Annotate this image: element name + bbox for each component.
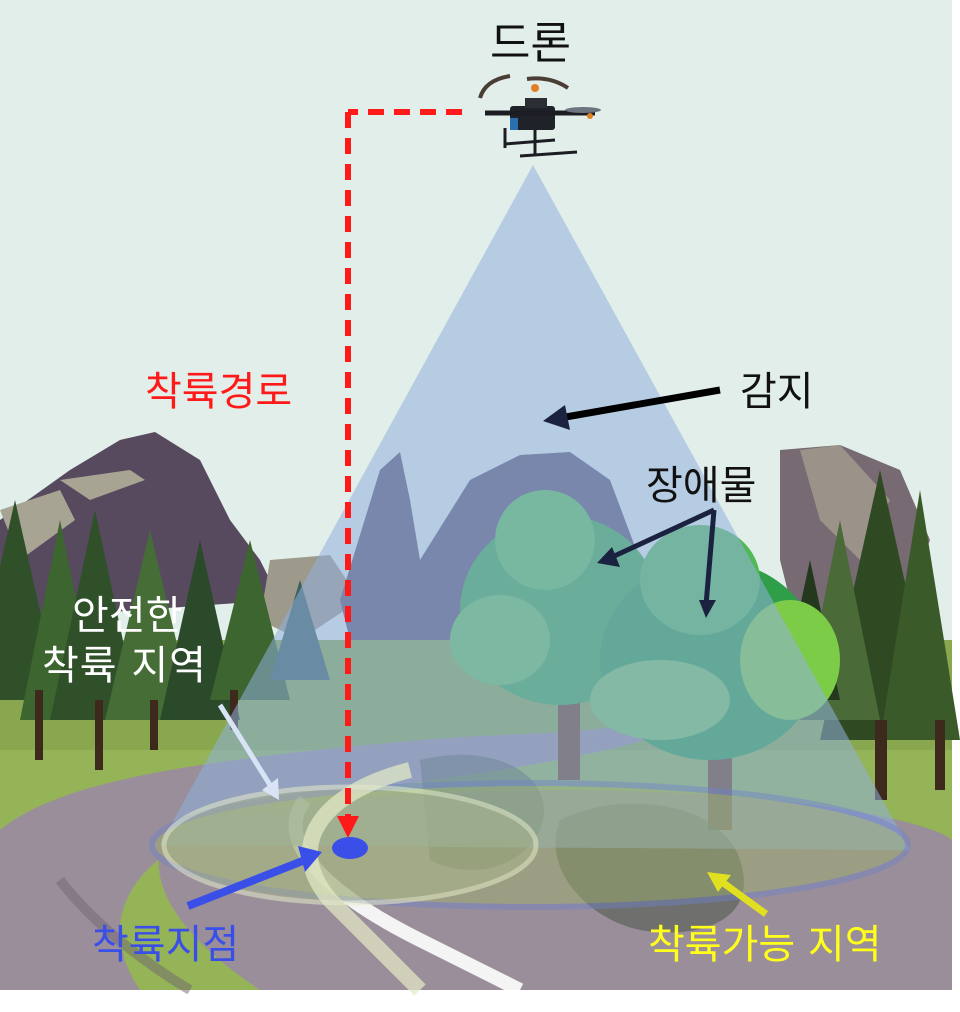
landing-path (337, 109, 462, 838)
drone-label: 드론 (490, 18, 571, 69)
road-left (0, 720, 700, 990)
landable-zone-arrow-icon (719, 879, 769, 917)
pine-trees-left (0, 500, 330, 770)
obstacle-arrow-left-icon (608, 507, 716, 561)
annotation-arrows (186, 386, 769, 917)
safe-zone-label-line1: 안전한 (72, 593, 183, 639)
sensing-cone (160, 165, 910, 850)
obstacle-arrow-right-icon (703, 509, 717, 606)
sensing-label: 감지 (740, 369, 814, 415)
safe-zone-arrow-icon (217, 703, 273, 787)
landable-zone-label: 착륙가능 지역 (648, 922, 882, 968)
obstacles-label: 장애물 (646, 463, 757, 509)
safe-zone-label-line2: 착륙 지역 (42, 643, 207, 689)
landing-point-arrow-icon (186, 856, 307, 910)
landing-point-marker (332, 837, 368, 859)
arrow-head-icon (337, 816, 359, 838)
sensing-arrow-icon (559, 386, 721, 422)
landing-point-label: 착륙지점 (92, 922, 240, 968)
drone-icon (478, 74, 601, 158)
landing-path-label: 착륙경로 (145, 369, 293, 415)
